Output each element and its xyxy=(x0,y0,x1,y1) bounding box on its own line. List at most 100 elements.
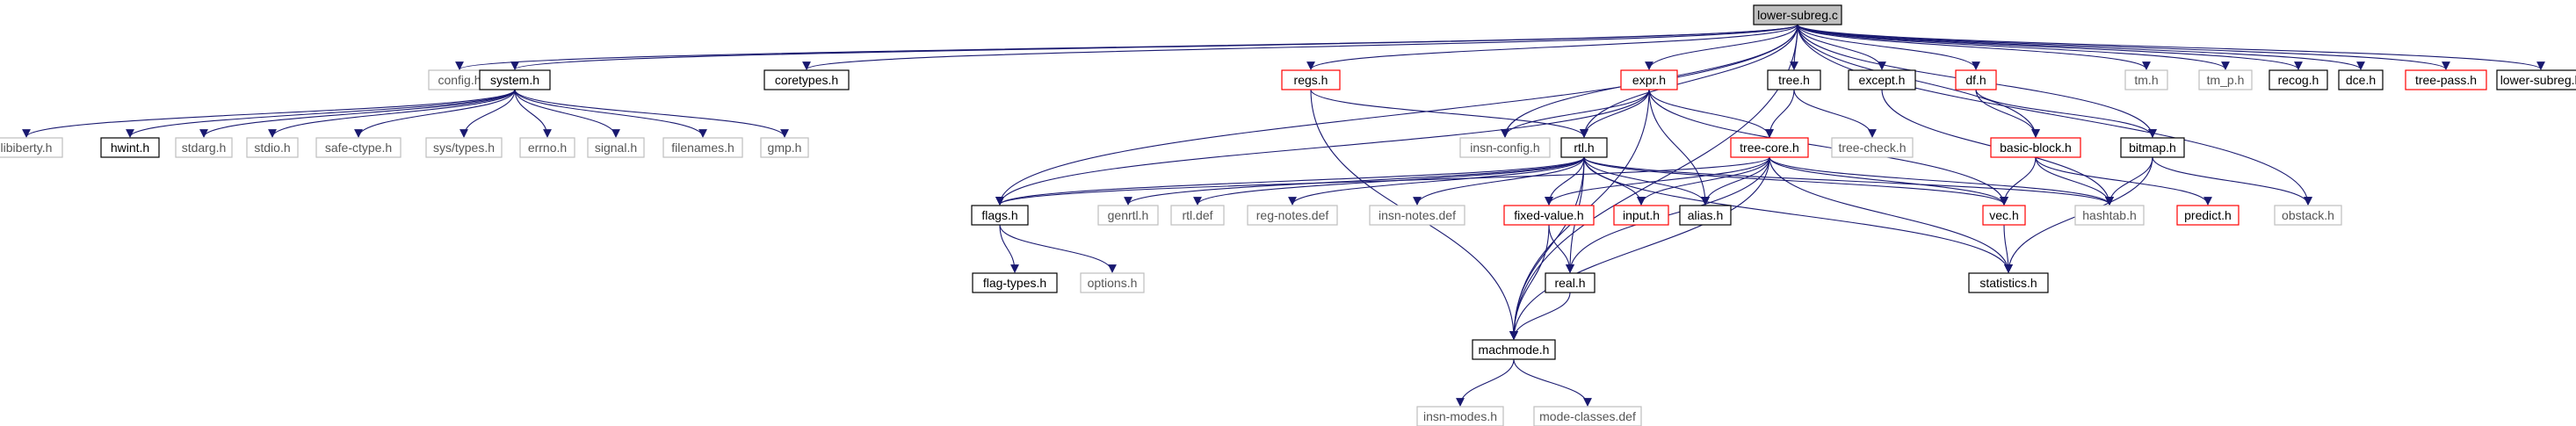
node-label-insn-modes-h: insn-modes.h xyxy=(1423,409,1497,423)
edge-system-h-to-filenames-h xyxy=(514,89,707,138)
node-box-errno-h xyxy=(519,137,575,158)
node-box-lower-subreg-h xyxy=(2496,69,2576,90)
node-sys-types-h: sys/types.h xyxy=(425,137,503,158)
node-system-h[interactable]: system.h xyxy=(479,69,551,90)
node-rtl-h[interactable]: rtl.h xyxy=(1560,137,1608,158)
node-reg-notes-def: reg-notes.def xyxy=(1247,205,1338,226)
node-label-expr-h: expr.h xyxy=(1632,73,1666,87)
node-box-stdio-h xyxy=(246,137,299,158)
edge-lower-subreg-c-to-tm-h xyxy=(1797,24,2151,70)
edge-tree-core-h-to-alias-h xyxy=(1701,156,1770,206)
node-except-h[interactable]: except.h xyxy=(1848,69,1916,90)
node-label-tree-core-h: tree-core.h xyxy=(1740,141,1799,155)
node-real-h[interactable]: real.h xyxy=(1545,272,1596,293)
edge-system-h-to-safe-ctype-h xyxy=(354,89,516,138)
edge-rtl-h-to-vec-h xyxy=(1583,156,2008,206)
edge-system-h-to-sys-types-h xyxy=(459,89,516,138)
edge-lower-subreg-c-to-tree-pass-h xyxy=(1797,24,2450,70)
edge-tree-core-h-to-flags-h xyxy=(995,156,1770,206)
edge-lower-subreg-c-to-basic-block-h xyxy=(1797,24,2040,138)
node-regs-h[interactable]: regs.h xyxy=(1281,69,1341,90)
edge-vec-h-to-statistics-h xyxy=(2003,224,2013,273)
node-alias-h[interactable]: alias.h xyxy=(1679,205,1732,226)
node-label-tree-pass-h: tree-pass.h xyxy=(2415,73,2477,87)
node-box-flags-h xyxy=(971,205,1029,226)
node-statistics-h[interactable]: statistics.h xyxy=(1968,272,2049,293)
node-label-alias-h: alias.h xyxy=(1688,208,1723,222)
node-filenames-h: filenames.h xyxy=(662,137,743,158)
node-box-rtl-h xyxy=(1560,137,1608,158)
edge-rtl-h-to-statistics-h xyxy=(1583,156,2013,273)
edge-tree-h-to-tree-core-h xyxy=(1765,89,1795,138)
edge-tree-core-h-to-input-h xyxy=(1637,156,1770,206)
node-label-stdio-h: stdio.h xyxy=(254,141,290,155)
edge-machmode-h-to-mode-classes-def xyxy=(1513,358,1592,407)
node-box-tree-check-h xyxy=(1831,137,1914,158)
node-machmode-h[interactable]: machmode.h xyxy=(1472,339,1556,360)
node-label-input-h: input.h xyxy=(1623,208,1660,222)
node-fixed-value-h[interactable]: fixed-value.h xyxy=(1503,205,1595,226)
edge-lower-subreg-c-to-coretypes-h xyxy=(802,24,1798,70)
node-label-libiberty-h: libiberty.h xyxy=(1,141,53,155)
node-stdarg-h: stdarg.h xyxy=(175,137,233,158)
edge-lower-subreg-c-to-rtl-h xyxy=(1580,24,1798,138)
node-vec-h[interactable]: vec.h xyxy=(1982,205,2026,226)
node-coretypes-h[interactable]: coretypes.h xyxy=(763,69,850,90)
node-flag-types-h[interactable]: flag-types.h xyxy=(972,272,1058,293)
edge-lower-subreg-c-to-system-h xyxy=(510,24,1798,70)
node-box-obstack-h xyxy=(2274,205,2342,226)
edge-system-h-to-gmp-h xyxy=(514,89,789,138)
node-tm-p-h: tm_p.h xyxy=(2198,69,2253,90)
node-lower-subreg-c[interactable]: lower-subreg.c xyxy=(1753,4,1842,25)
node-basic-block-h[interactable]: basic-block.h xyxy=(1990,137,2081,158)
node-tree-core-h[interactable]: tree-core.h xyxy=(1730,137,1809,158)
node-label-gmp-h: gmp.h xyxy=(768,141,802,155)
edge-tree-core-h-to-real-h xyxy=(1566,156,1770,273)
node-dce-h[interactable]: dce.h xyxy=(2338,69,2384,90)
node-label-sys-types-h: sys/types.h xyxy=(433,141,495,155)
node-mode-classes-def: mode-classes.def xyxy=(1533,406,1642,426)
node-label-dce-h: dce.h xyxy=(2346,73,2376,87)
node-box-fixed-value-h xyxy=(1503,205,1595,226)
node-box-reg-notes-def xyxy=(1247,205,1338,226)
node-recog-h[interactable]: recog.h xyxy=(2268,69,2328,90)
edge-fixed-value-h-to-machmode-h xyxy=(1509,224,1550,340)
node-box-lower-subreg-c xyxy=(1753,4,1842,25)
edge-tree-core-h-to-statistics-h xyxy=(1769,156,2013,273)
edge-lower-subreg-c-to-regs-h xyxy=(1306,24,1798,70)
node-tree-pass-h[interactable]: tree-pass.h xyxy=(2405,69,2487,90)
node-flags-h[interactable]: flags.h xyxy=(971,205,1029,226)
node-label-recog-h: recog.h xyxy=(2278,73,2319,87)
node-box-sys-types-h xyxy=(425,137,503,158)
node-errno-h: errno.h xyxy=(519,137,575,158)
node-box-df-h xyxy=(1955,69,1997,90)
node-stdio-h: stdio.h xyxy=(246,137,299,158)
node-hwint-h[interactable]: hwint.h xyxy=(100,137,160,158)
node-box-system-h xyxy=(479,69,551,90)
node-gmp-h: gmp.h xyxy=(760,137,809,158)
node-expr-h[interactable]: expr.h xyxy=(1620,69,1678,90)
node-box-libiberty-h xyxy=(0,137,63,158)
node-obstack-h: obstack.h xyxy=(2274,205,2342,226)
node-label-filenames-h: filenames.h xyxy=(671,141,734,155)
node-config-h: config.h xyxy=(428,69,491,90)
edge-bitmap-h-to-obstack-h xyxy=(2152,156,2312,206)
node-box-machmode-h xyxy=(1472,339,1556,360)
node-box-insn-notes-def xyxy=(1369,205,1465,226)
node-predict-h[interactable]: predict.h xyxy=(2176,205,2240,226)
node-df-h[interactable]: df.h xyxy=(1955,69,1997,90)
node-lower-subreg-h[interactable]: lower-subreg.h xyxy=(2496,69,2576,90)
node-label-tree-check-h: tree-check.h xyxy=(1838,141,1906,155)
node-label-basic-block-h: basic-block.h xyxy=(2000,141,2072,155)
node-box-mode-classes-def xyxy=(1533,406,1642,426)
node-tree-h[interactable]: tree.h xyxy=(1767,69,1821,90)
node-options-h: options.h xyxy=(1080,272,1145,293)
node-bitmap-h[interactable]: bitmap.h xyxy=(2120,137,2185,158)
node-label-hwint-h: hwint.h xyxy=(111,141,149,155)
node-hashtab-h: hashtab.h xyxy=(2074,205,2145,226)
node-input-h[interactable]: input.h xyxy=(1613,205,1669,226)
node-label-reg-notes-def: reg-notes.def xyxy=(1256,208,1329,222)
node-box-rtl-def xyxy=(1170,205,1225,226)
node-tm-h: tm.h xyxy=(2124,69,2168,90)
edge-basic-block-h-to-vec-h xyxy=(2000,156,2037,206)
